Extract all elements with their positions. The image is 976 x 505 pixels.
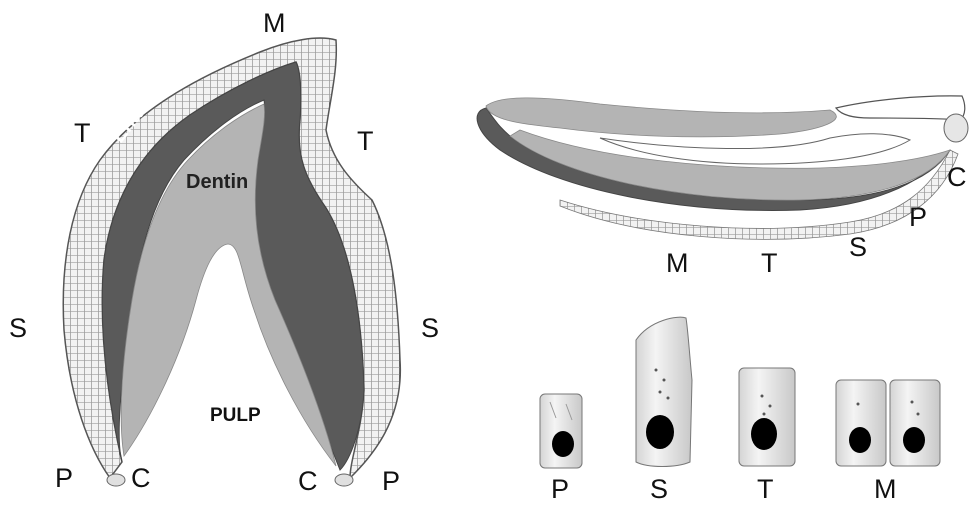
tooth-c-right-label: C (298, 468, 318, 495)
right-cervical-loop (335, 474, 353, 486)
dentin-label: Dentin (186, 172, 248, 192)
tooth-s-left-label: S (9, 315, 27, 342)
cell-s (636, 317, 692, 466)
tooth-p-left-label: P (55, 465, 73, 492)
tooth-m-label: M (263, 10, 286, 37)
cell-p-label: P (551, 476, 569, 503)
incisor-dentin-upper (486, 98, 836, 137)
left-cervical-loop (107, 474, 125, 486)
tooth-c-left-label: C (131, 465, 151, 492)
incisor-m-label: M (666, 250, 689, 277)
tooth-p-right-label: P (382, 468, 400, 495)
incisor-p-label: P (909, 204, 927, 231)
incisor-t-label: T (761, 250, 778, 277)
incisor-section (477, 96, 968, 239)
incisor-tip-outline (836, 96, 965, 120)
pulp-label: PULP (210, 406, 261, 425)
incisor-s-label: S (849, 234, 867, 261)
cell-m-label: M (874, 476, 897, 503)
tooth-t-left-label: T (74, 120, 91, 147)
cell-t (739, 368, 795, 466)
incisor-c-label: C (947, 164, 967, 191)
cell-t-label: T (757, 476, 774, 503)
incisor-cervical-loop (944, 114, 968, 142)
tooth-t-right-label: T (357, 128, 374, 155)
cell-s-label: S (650, 476, 668, 503)
cell-p (540, 394, 582, 468)
cell-m (836, 380, 940, 466)
tooth-s-right-label: S (421, 315, 439, 342)
